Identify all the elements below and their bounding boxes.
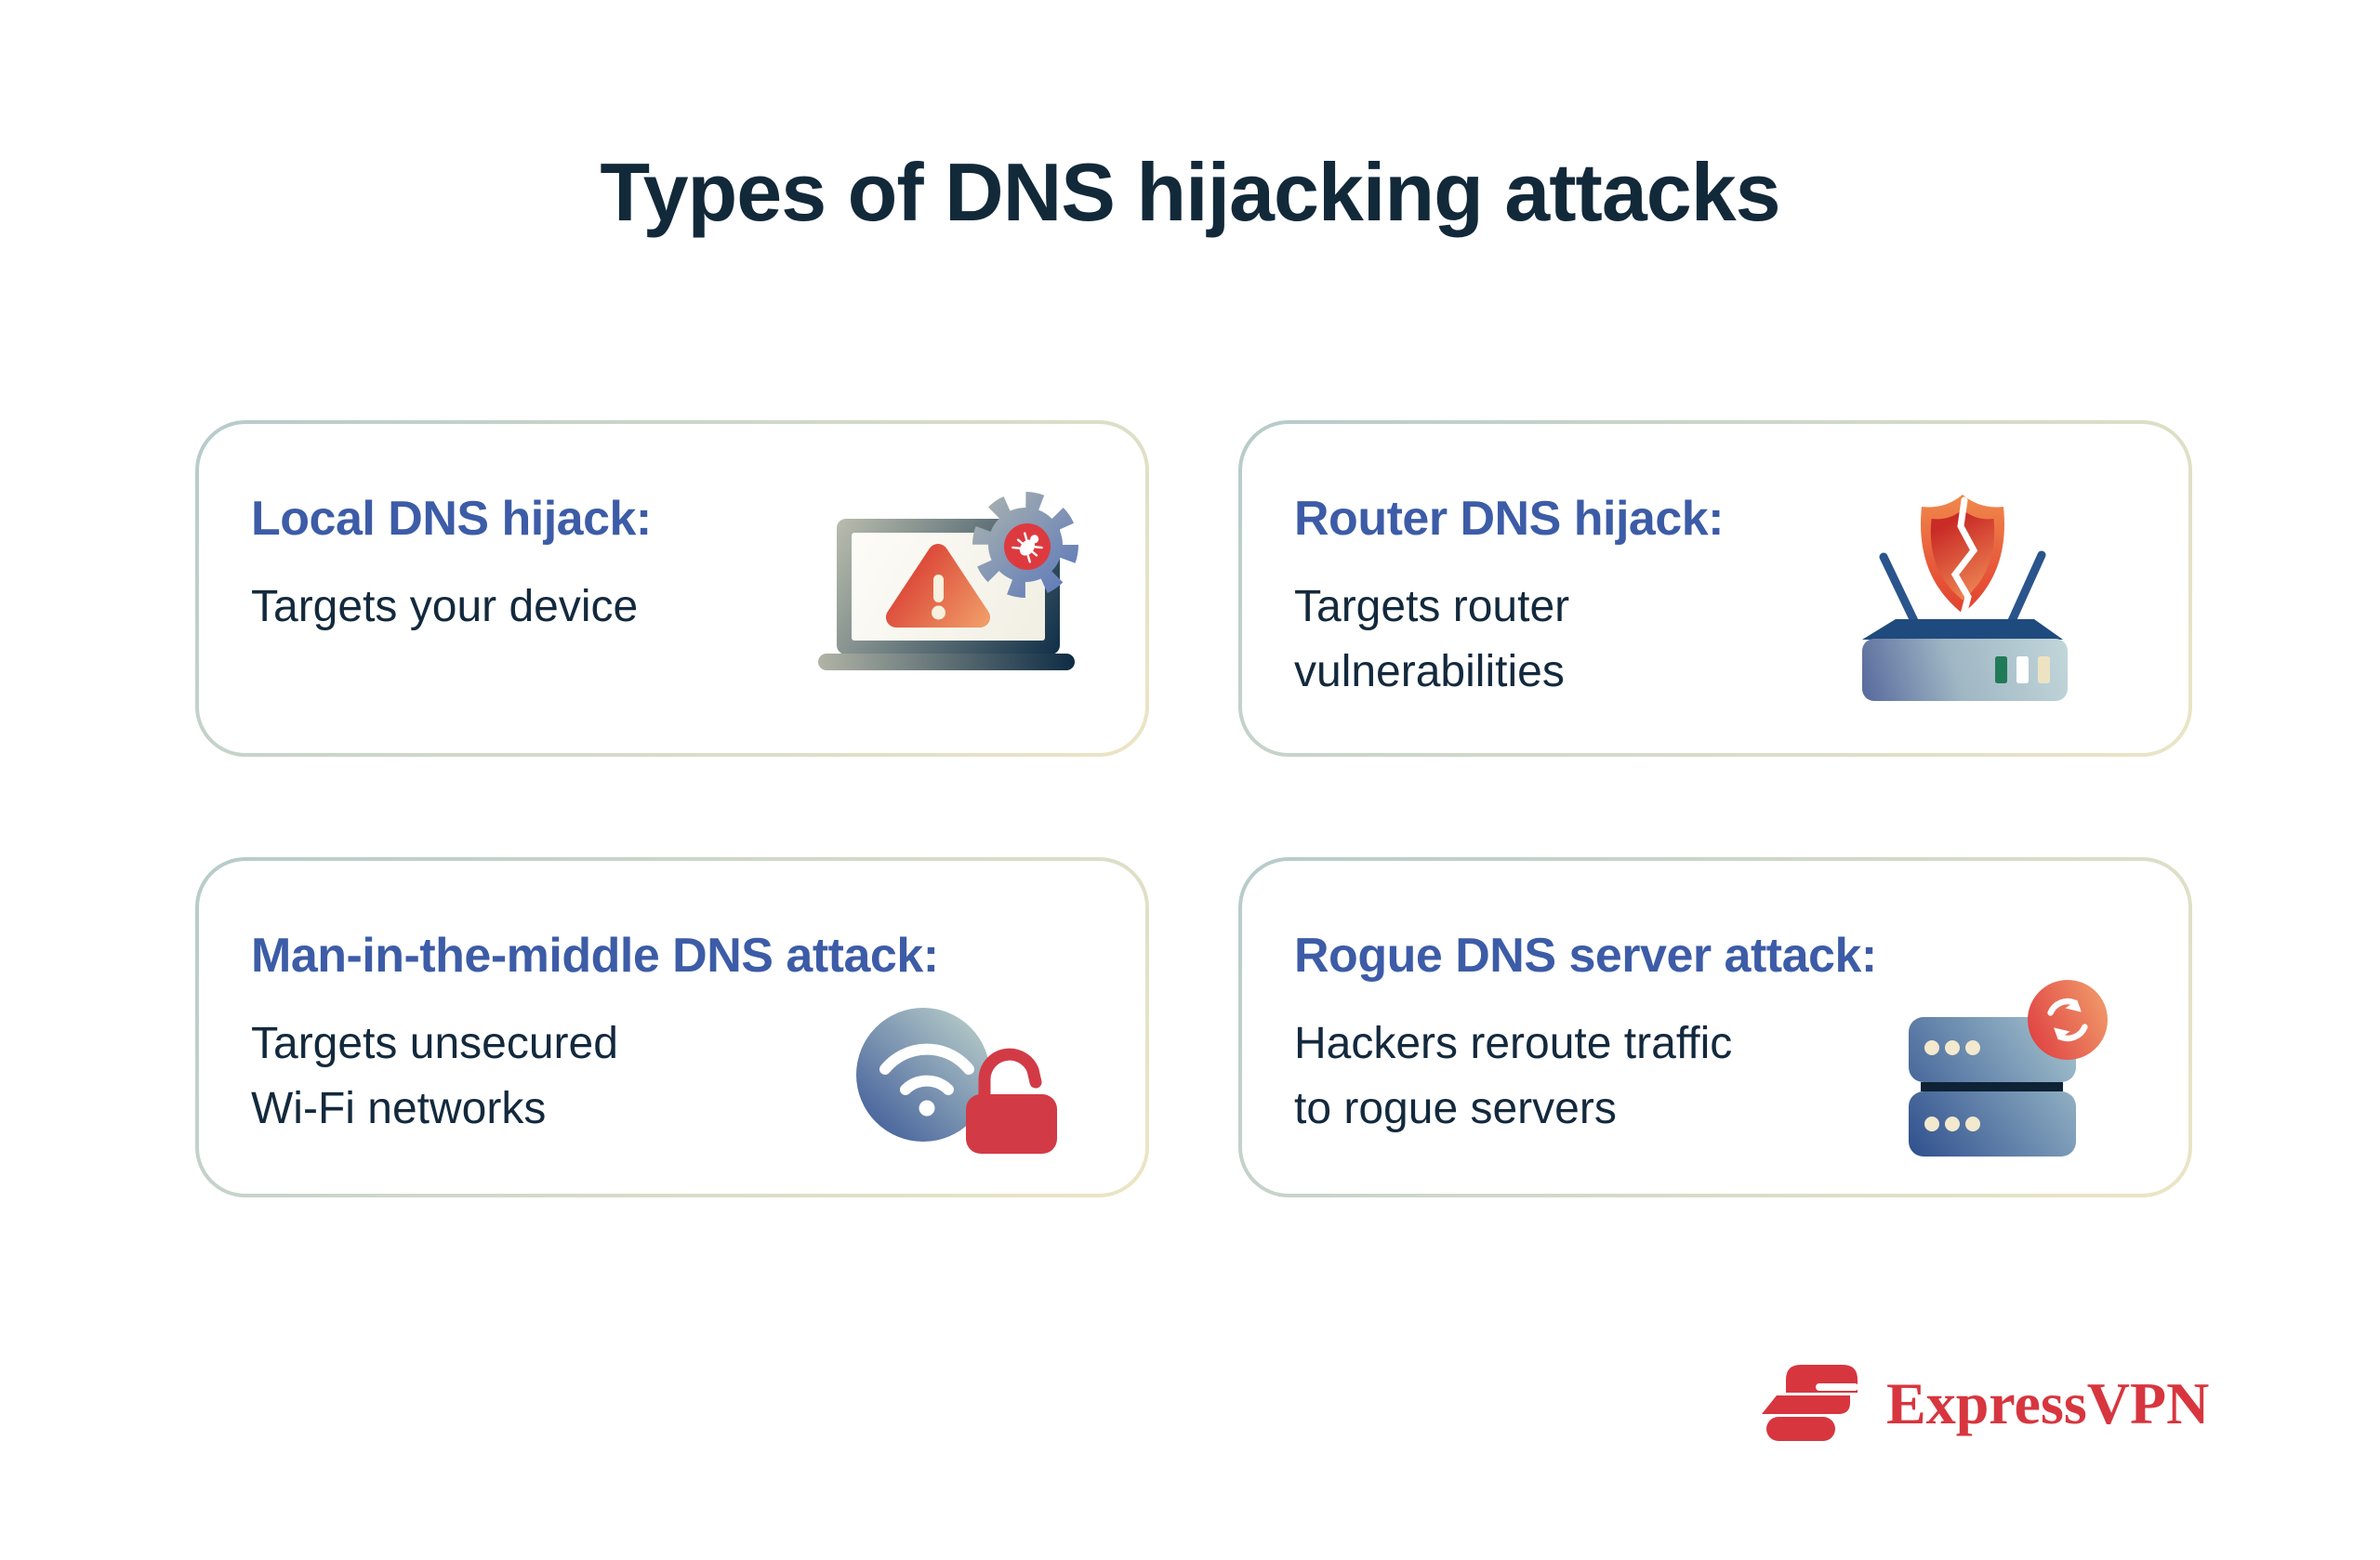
- card-text-block: Man-in-the-middle DNS attack: Targets un…: [251, 928, 939, 1142]
- card-body: Targets your device: [251, 582, 639, 631]
- card-heading: Man-in-the-middle DNS attack:: [251, 929, 939, 983]
- card-rogue-dns-server-attack: Rogue DNS server attack: Hackers reroute…: [1238, 857, 2192, 1197]
- server-reroute-icon: [1909, 980, 2108, 1157]
- card-heading: Rogue DNS server attack:: [1294, 929, 1877, 983]
- card-text-block: Rogue DNS server attack: Hackers reroute…: [1294, 928, 1877, 1142]
- laptop-malware-icon: [818, 492, 1078, 670]
- card-heading: Local DNS hijack:: [251, 492, 652, 546]
- card-mitm-dns-attack-inner: Man-in-the-middle DNS attack: Targets un…: [199, 861, 1145, 1194]
- card-body: Targets unsecured Wi-Fi networks: [251, 1019, 618, 1133]
- brand-name: ExpressVPN: [1886, 1370, 2210, 1436]
- expressvpn-logo: ExpressVPN: [1762, 1365, 2209, 1443]
- card-body: Hackers reroute traffic to rogue servers: [1294, 1019, 1733, 1133]
- page-title: Types of DNS hijacking attacks: [600, 146, 1780, 238]
- card-rogue-dns-server-attack-inner: Rogue DNS server attack: Hackers reroute…: [1242, 861, 2188, 1194]
- card-mitm-dns-attack: Man-in-the-middle DNS attack: Targets un…: [195, 857, 1149, 1197]
- router-cracked-shield-icon: [1862, 495, 2068, 701]
- card-local-dns-hijack-inner: Local DNS hijack: Targets your device: [199, 424, 1145, 753]
- card-text-block: Local DNS hijack: Targets your device: [251, 491, 652, 640]
- card-router-dns-hijack: Router DNS hijack: Targets router vulner…: [1238, 420, 2192, 757]
- card-local-dns-hijack: Local DNS hijack: Targets your device: [195, 420, 1149, 757]
- card-router-dns-hijack-inner: Router DNS hijack: Targets router vulner…: [1242, 424, 2188, 753]
- wifi-unlocked-icon: [856, 1008, 1057, 1154]
- card-text-block: Router DNS hijack: Targets router vulner…: [1294, 491, 1724, 705]
- card-body: Targets router vulnerabilities: [1294, 582, 1570, 696]
- expressvpn-logomark-icon: [1762, 1365, 1858, 1441]
- card-heading: Router DNS hijack:: [1294, 492, 1724, 546]
